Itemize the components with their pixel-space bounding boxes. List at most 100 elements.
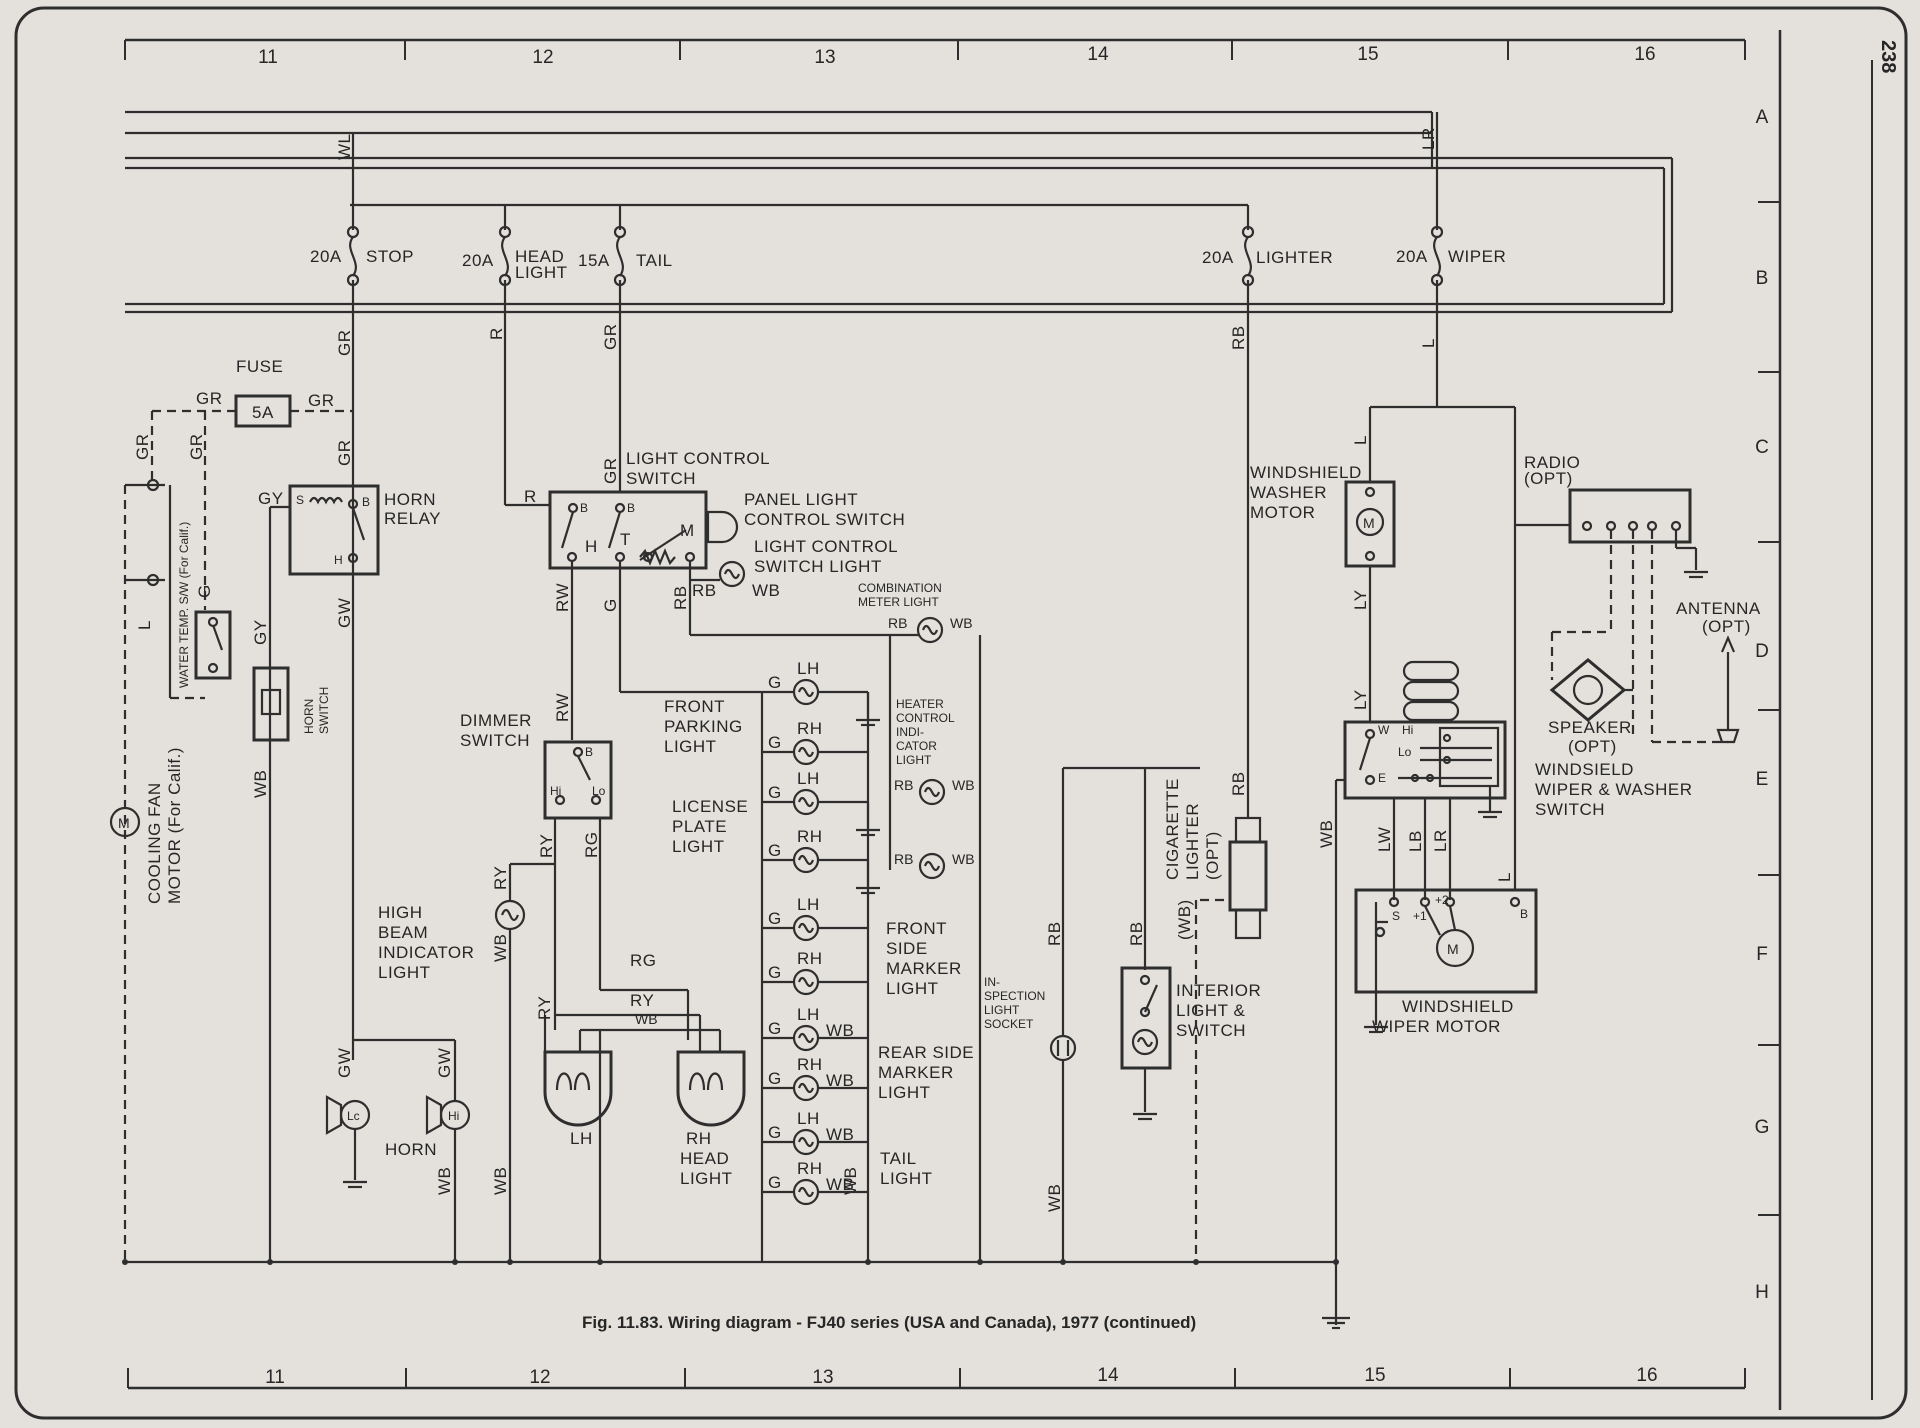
svg-text:CIGARETTE: CIGARETTE <box>1163 778 1182 880</box>
svg-text:(OPT): (OPT) <box>1203 831 1222 880</box>
svg-text:GR: GR <box>601 458 620 485</box>
wiper-motor-m: M <box>1447 941 1459 957</box>
fuse-lighter: 20A LIGHTER <box>1202 205 1333 287</box>
svg-text:R: R <box>524 487 537 506</box>
svg-text:RB: RB <box>1127 921 1146 946</box>
svg-text:G: G <box>601 598 620 612</box>
svg-text:RB: RB <box>888 615 907 631</box>
svg-text:Lc: Lc <box>347 1109 360 1123</box>
svg-text:LR: LR <box>1419 127 1438 150</box>
row-a: A <box>1756 107 1769 128</box>
svg-text:5A: 5A <box>252 403 274 422</box>
row-g: G <box>1755 1117 1770 1138</box>
svg-text:SWITCH: SWITCH <box>1176 1021 1246 1040</box>
light-control-switch: R R GR GR B B H T M LIGHT CONTROL SWITCH… <box>487 280 905 570</box>
svg-text:LB: LB <box>1406 830 1425 852</box>
lamp-wire-left: G <box>768 673 782 692</box>
bulb-filament-icon <box>797 1082 815 1094</box>
svg-text:LIGHT: LIGHT <box>984 1003 1020 1017</box>
svg-text:WB: WB <box>491 934 510 962</box>
lamp-side-label: RH <box>797 1159 823 1178</box>
lamp-wire-left: G <box>768 783 782 802</box>
svg-text:E: E <box>1378 771 1386 785</box>
col-13-top: 13 <box>814 47 835 68</box>
svg-text:20A: 20A <box>462 251 494 270</box>
fuse-tail: 15A TAIL <box>578 205 672 287</box>
svg-text:B: B <box>585 745 593 759</box>
svg-text:CONTROL: CONTROL <box>896 711 955 725</box>
svg-text:IN-: IN- <box>984 975 1000 989</box>
ground-bus <box>122 1259 1350 1330</box>
svg-text:WB: WB <box>435 1167 454 1195</box>
svg-text:(OPT): (OPT) <box>1568 737 1617 756</box>
svg-text:GR: GR <box>335 440 354 467</box>
heater-control-indicator: HEATER CONTROL INDI- CATOR LIGHT RB WB R… <box>894 697 975 880</box>
svg-text:LIGHT: LIGHT <box>896 753 932 767</box>
cigarette-lighter: RB RB CIGARETTE LIGHTER (OPT) (WB) <box>1163 280 1268 1262</box>
svg-text:SPEAKER: SPEAKER <box>1548 718 1632 737</box>
svg-text:WASHER: WASHER <box>1250 483 1327 502</box>
svg-text:LIGHT: LIGHT <box>878 1083 931 1102</box>
svg-text:RH: RH <box>686 1129 712 1148</box>
svg-text:H: H <box>585 537 598 556</box>
svg-text:RB: RB <box>1229 325 1248 350</box>
lamp-wire-left: G <box>768 1123 782 1142</box>
page-number: 238 <box>1877 40 1899 73</box>
col-11-top: 11 <box>258 47 278 68</box>
horn-switch: HORN SWITCH WB <box>251 666 331 798</box>
svg-text:HEAD: HEAD <box>680 1149 729 1168</box>
svg-text:GY: GY <box>258 489 284 508</box>
svg-text:B: B <box>580 501 588 515</box>
svg-text:Hi: Hi <box>550 784 561 798</box>
wiper-washer-switch: W E Hi Lo WINDSIELD WIPER & WASHER SWITC… <box>1317 660 1692 1325</box>
svg-text:RY: RY <box>491 866 510 890</box>
svg-text:RADIO: RADIO <box>1524 453 1580 472</box>
svg-text:INDI-: INDI- <box>896 725 924 739</box>
svg-text:RY: RY <box>535 996 554 1020</box>
svg-text:(WB): (WB) <box>1175 899 1194 940</box>
svg-text:DIMMER: DIMMER <box>460 711 532 730</box>
svg-text:FUSE: FUSE <box>236 357 283 376</box>
fuse-head-light: 20A HEAD LIGHT <box>462 205 567 287</box>
svg-text:RB: RB <box>1229 771 1248 796</box>
svg-text:WB: WB <box>635 1011 658 1027</box>
svg-text:HEAD: HEAD <box>515 247 564 266</box>
svg-text:WB: WB <box>1045 1184 1064 1212</box>
bottom-column-ruler: 11 12 13 14 15 16 <box>127 1365 1746 1390</box>
svg-text:WIPER: WIPER <box>1448 247 1506 266</box>
svg-text:LW: LW <box>1375 827 1394 852</box>
svg-text:GR: GR <box>335 330 354 357</box>
lamp-side-label: LH <box>797 895 820 914</box>
svg-text:COMBINATION: COMBINATION <box>858 581 942 595</box>
page-frame <box>14 6 1908 1420</box>
svg-text:SWITCH LIGHT: SWITCH LIGHT <box>754 557 882 576</box>
svg-text:FRONT: FRONT <box>886 919 947 938</box>
col-12-bottom: 12 <box>529 1367 550 1388</box>
washer-motor-m: M <box>1363 515 1375 531</box>
col-13-bottom: 13 <box>812 1367 833 1388</box>
windshield-wiper-motor: S +1 +2 B L M WINDSHIELD WIPER MOTOR <box>1354 872 1538 1036</box>
lamp-wire-left: G <box>768 963 782 982</box>
svg-text:20A: 20A <box>1202 248 1234 267</box>
dimmer-switch: RW RW DIMMER SWITCH B Hi Lo RY RG RG RY … <box>460 560 722 1262</box>
svg-text:MARKER: MARKER <box>886 959 962 978</box>
svg-text:RB: RB <box>894 851 913 867</box>
svg-text:RB: RB <box>894 777 913 793</box>
lamp-wire-right: WB <box>826 1125 854 1144</box>
svg-text:TAIL: TAIL <box>880 1149 917 1168</box>
row-f: F <box>1756 944 1768 965</box>
combination-meter-light: RB COMBINATION METER LIGHT RB WB <box>671 580 982 1262</box>
svg-text:SWITCH: SWITCH <box>460 731 530 750</box>
lamp-wire-left: G <box>768 1019 782 1038</box>
svg-text:15A: 15A <box>578 251 610 270</box>
bulb-filament-icon <box>797 1136 815 1148</box>
col-15-bottom: 15 <box>1364 1365 1385 1386</box>
svg-text:H: H <box>334 553 343 567</box>
bulb-filament-icon <box>797 1032 815 1044</box>
bulb-filament-icon <box>797 796 815 808</box>
interior-light: RB INTERIOR LIGHT & SWITCH <box>1120 768 1261 1121</box>
svg-text:SWITCH: SWITCH <box>1535 800 1605 819</box>
